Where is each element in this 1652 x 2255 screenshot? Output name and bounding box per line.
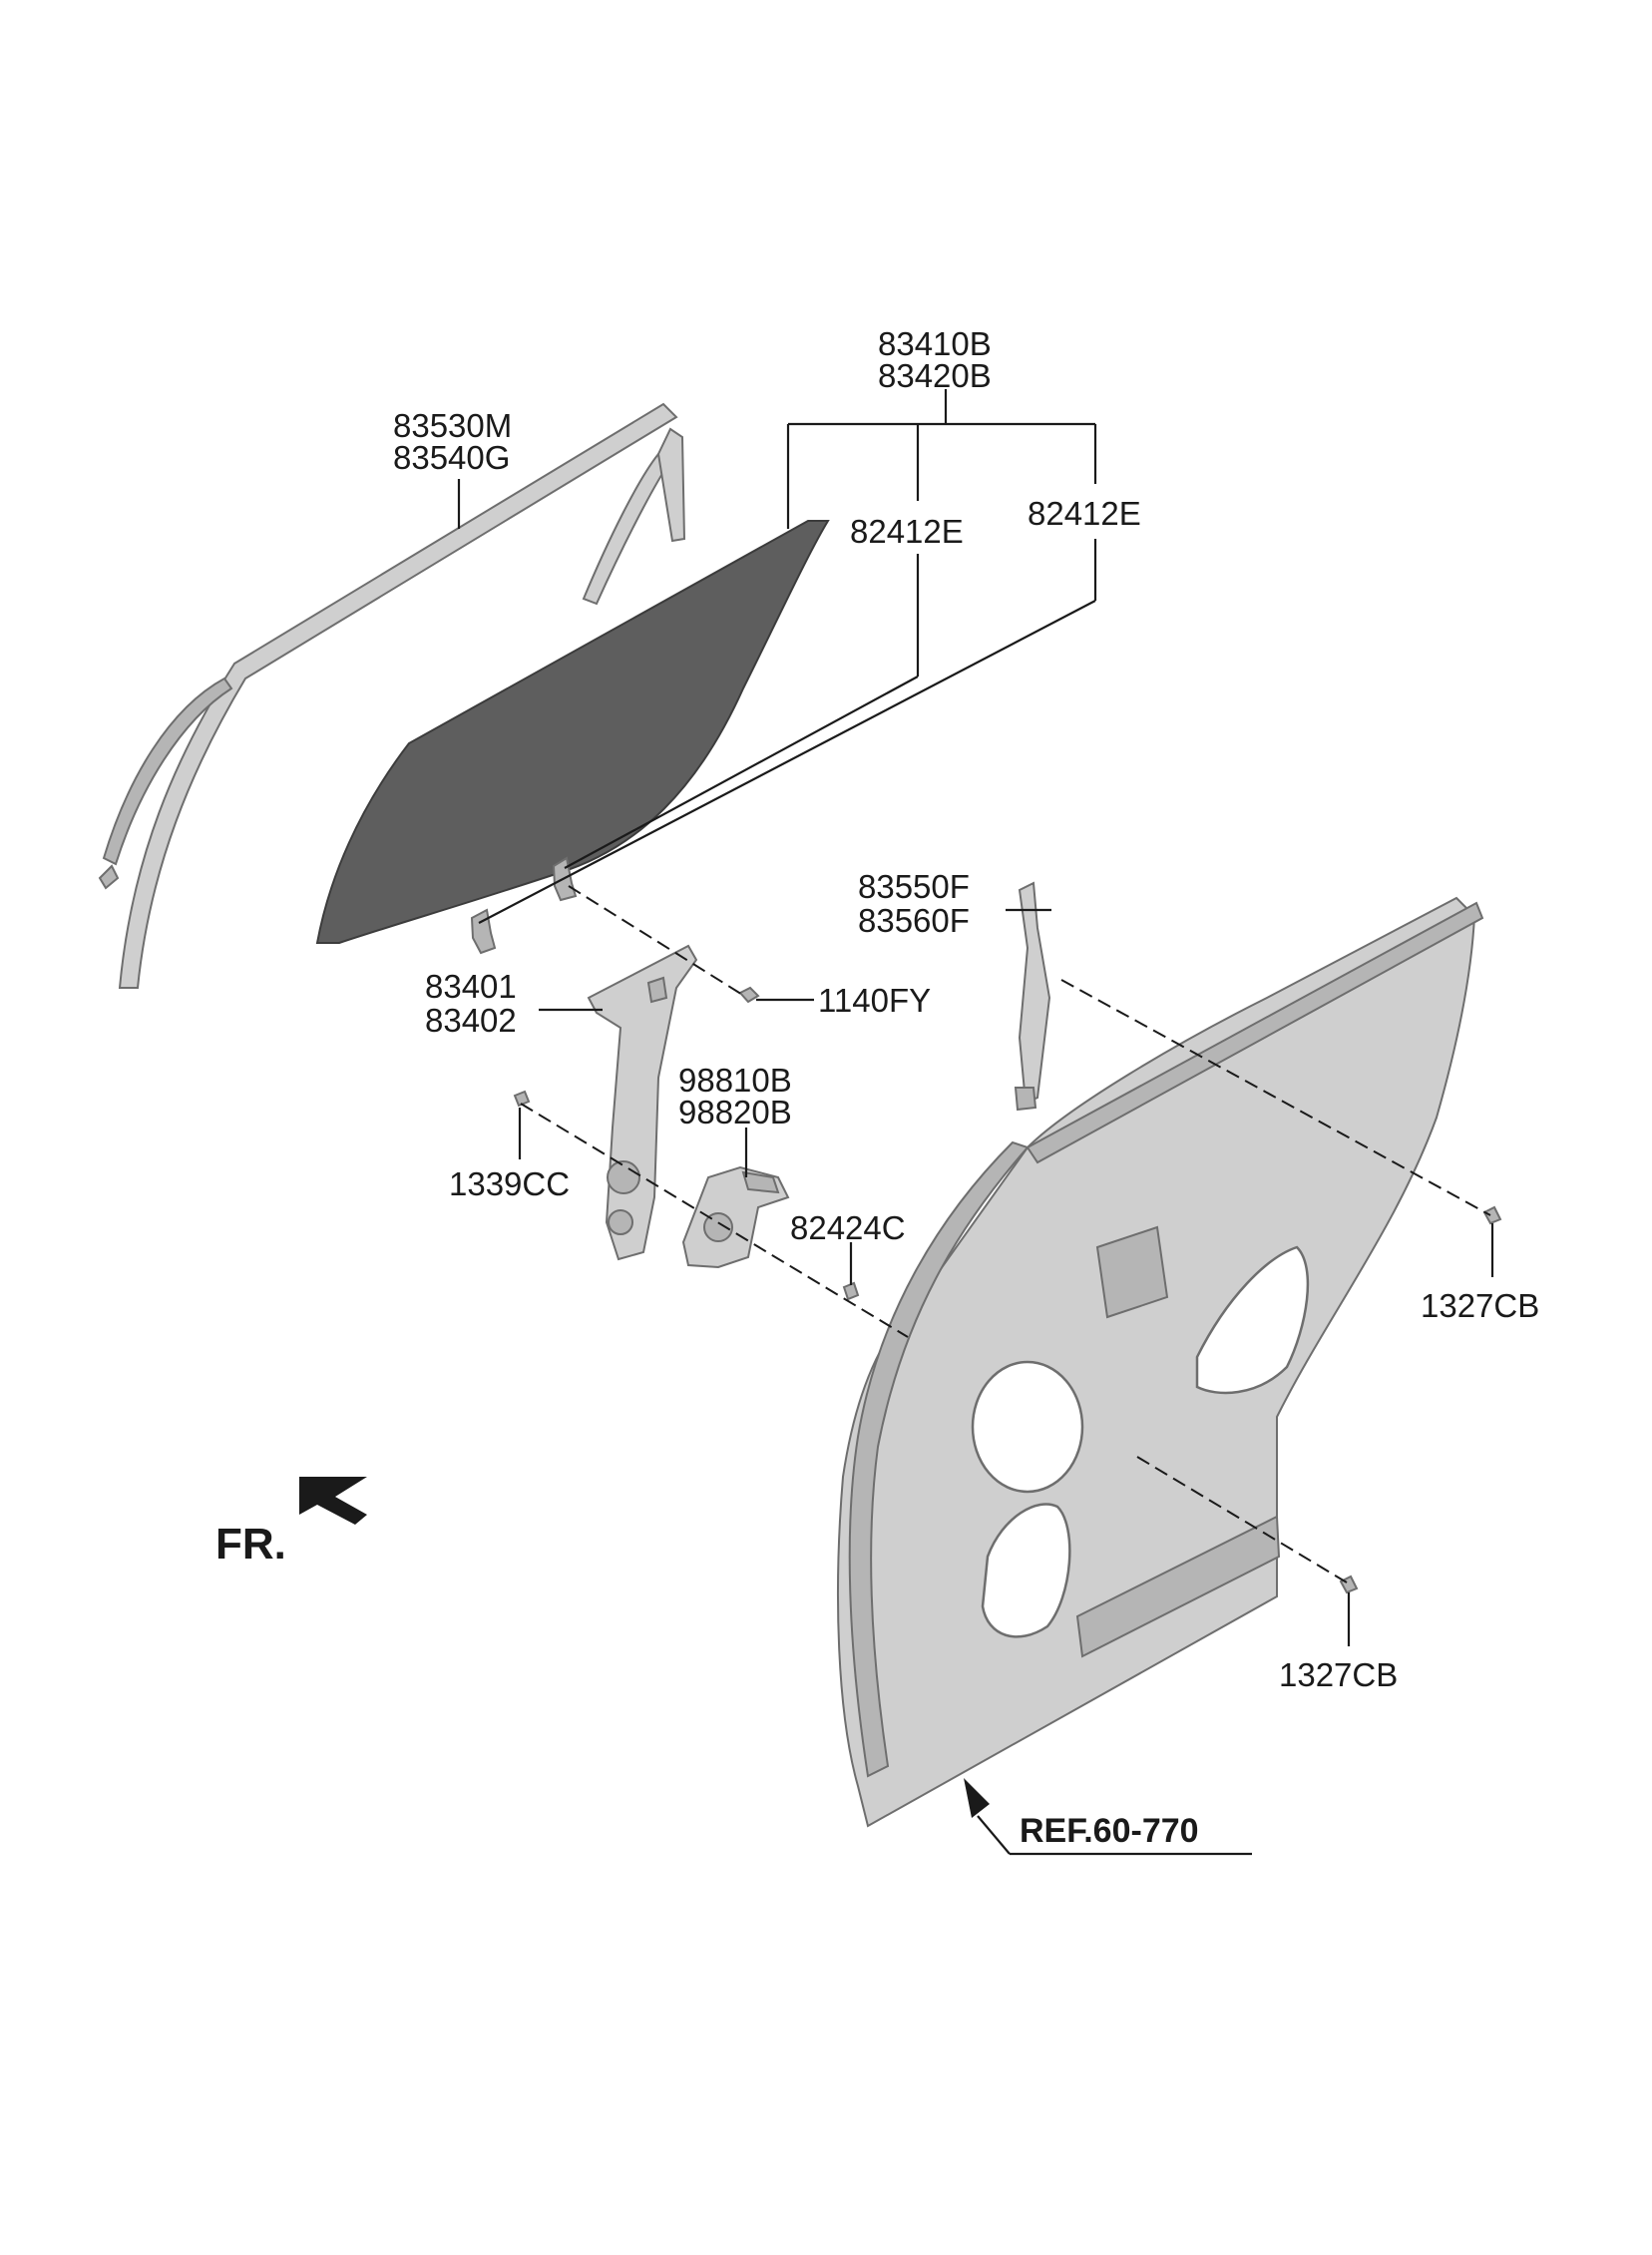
label-83420B: 83420B (878, 357, 992, 394)
window-regulator (587, 944, 698, 1261)
ref-arrow-icon (964, 1778, 990, 1818)
assembly-lines (520, 885, 1491, 1583)
label-1327CB-lower: 1327CB (1279, 1656, 1398, 1693)
door-inner-panel (837, 896, 1484, 1828)
label-82412E-right: 82412E (1028, 495, 1141, 532)
label-83530M: 83530M (393, 407, 512, 444)
label-1339CC: 1339CC (449, 1165, 570, 1202)
label-82412E-left: 82412E (850, 513, 964, 550)
window-run-channel (98, 402, 686, 989)
part-labels: 83410B 83420B 83530M 83540G 82412E 82412… (215, 325, 1539, 1850)
label-1327CB-upper: 1327CB (1421, 1287, 1539, 1324)
label-82424C: 82424C (790, 1209, 906, 1246)
rear-channel (1014, 881, 1051, 1112)
label-83402: 83402 (425, 1002, 517, 1039)
label-83410B: 83410B (878, 325, 992, 362)
bolt-1327CB-lower (1339, 1575, 1359, 1594)
label-98820B: 98820B (678, 1094, 792, 1130)
label-83540G: 83540G (393, 439, 510, 476)
label-83560F: 83560F (858, 902, 970, 939)
leader-lines (457, 389, 1494, 1856)
regulator-motor (681, 1165, 790, 1269)
label-ref: REF.60-770 (1020, 1812, 1199, 1850)
label-1140FY: 1140FY (818, 982, 931, 1019)
bolt-1140FY (738, 986, 760, 1004)
bolt-1339CC (513, 1090, 531, 1108)
bolt-82424C (842, 1281, 860, 1301)
bolt-1327CB-upper (1482, 1205, 1502, 1225)
label-98810B: 98810B (678, 1062, 792, 1099)
label-83550F: 83550F (858, 868, 970, 905)
label-83401: 83401 (425, 968, 517, 1005)
label-front: FR. (215, 1520, 286, 1569)
door-glass (315, 520, 830, 944)
glass-clip-front (470, 908, 497, 955)
front-arrow-icon (299, 1477, 367, 1525)
